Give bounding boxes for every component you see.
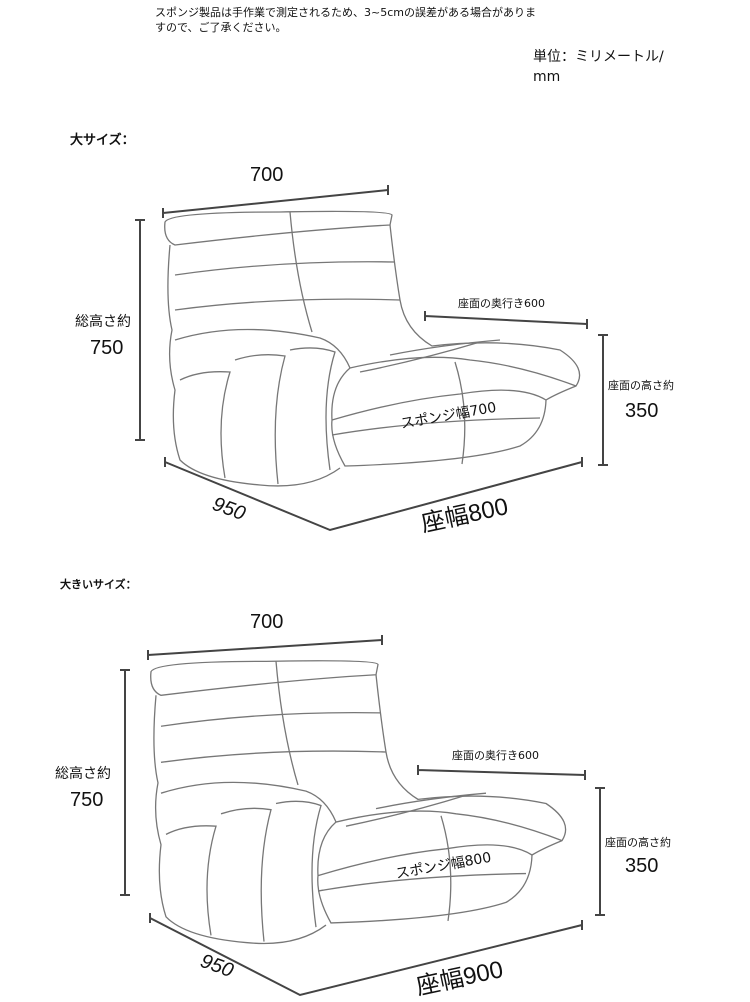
total-height-label: 総高さ約 [75, 314, 131, 330]
width-label: 700 [250, 611, 284, 633]
seat-height-label: 座面の高さ約 [605, 836, 671, 849]
total-height-value: 750 [70, 789, 104, 811]
seat-height-value: 350 [625, 855, 659, 877]
dimension-lines-1 [135, 185, 608, 532]
seat-height-label: 座面の高さ約 [608, 379, 674, 392]
section-title-large: 大サイズ： [70, 133, 135, 148]
total-height-label: 総高さ約 [55, 766, 111, 782]
section-title-larger: 大きいサイズ： [60, 578, 137, 591]
sofa-drawing-larger [150, 660, 567, 945]
total-height-value: 750 [90, 337, 124, 359]
width-label: 700 [250, 164, 284, 186]
disclaimer-note: スポンジ製品は手作業で測定されるため、3~5cmの誤差がある場合がありますので、… [155, 6, 536, 34]
dimension-lines-2 [120, 635, 605, 997]
seat-height-value: 350 [625, 400, 659, 422]
sofa-drawing-large [164, 210, 581, 487]
seat-depth-label: 座面の奥行き600 [458, 297, 545, 310]
unit-label: 単位：ミリメートル/mm [533, 49, 664, 85]
seat-depth-label: 座面の奥行き600 [452, 749, 539, 762]
